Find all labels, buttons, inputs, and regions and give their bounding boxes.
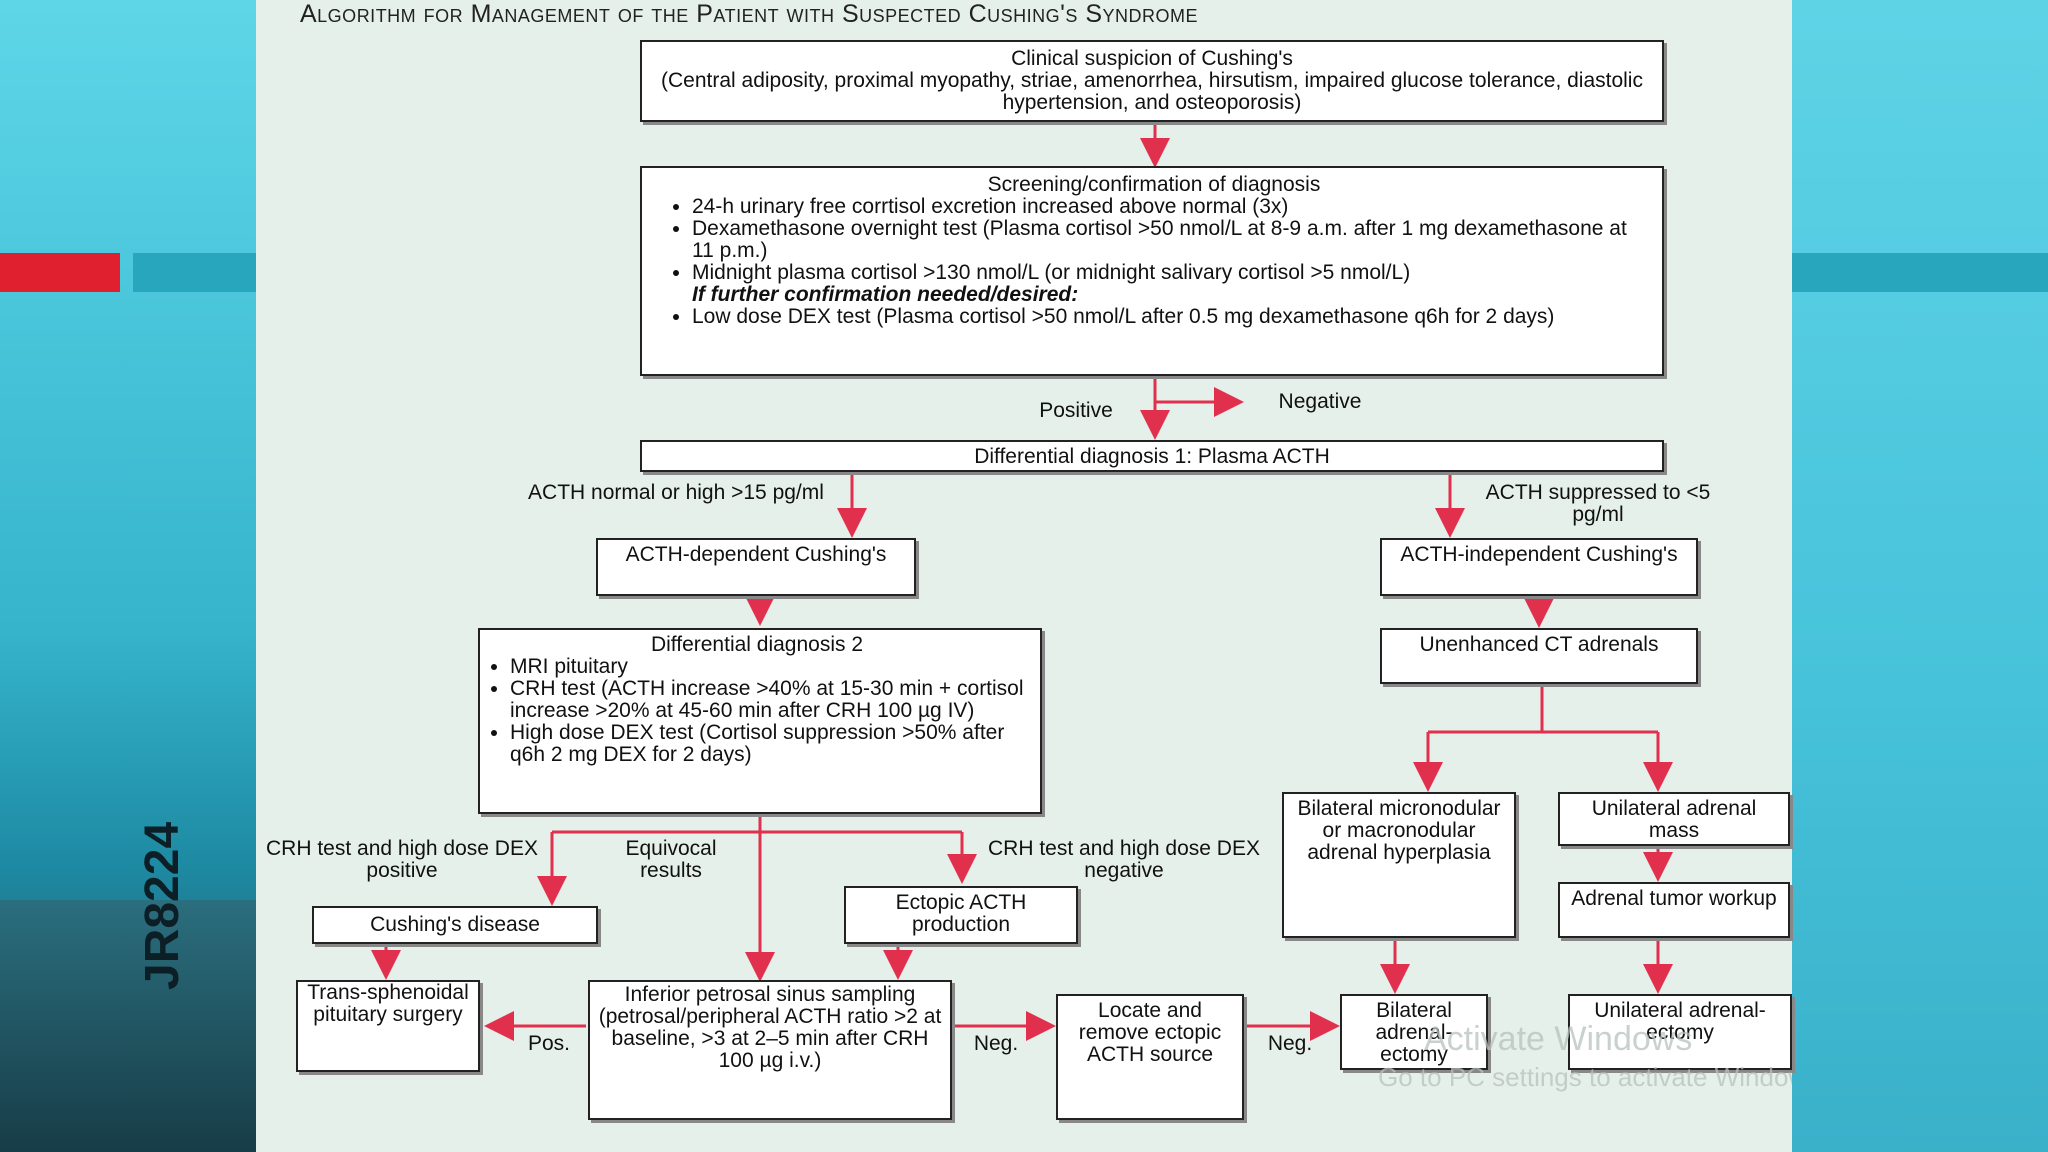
locate-remove-text: Locate and remove ectopic ACTH source bbox=[1078, 999, 1222, 1066]
petrosal-sampling-text: Inferior petrosal sinus sampling (petros… bbox=[598, 983, 942, 1072]
acth-independent-text: ACTH-independent Cushing's bbox=[1400, 543, 1678, 566]
ectopic-acth-text: Ectopic ACTH production bbox=[895, 891, 1027, 936]
vial-image bbox=[0, 900, 256, 1152]
neg-label-1: Neg. bbox=[973, 1032, 1019, 1055]
unenhanced-ct-text: Unenhanced CT adrenals bbox=[1419, 633, 1659, 656]
diff2-item: CRH test (ACTH increase >40% at 15-30 mi… bbox=[510, 678, 1026, 722]
screening-list-2: Low dose DEX test (Plasma cortisol >50 n… bbox=[666, 306, 1642, 328]
acth-independent-box: ACTH-independent Cushing's bbox=[1380, 538, 1698, 596]
diff-diagnosis-1-box: Differential diagnosis 1: Plasma ACTH bbox=[640, 440, 1664, 472]
neg-label-2: Neg. bbox=[1267, 1032, 1313, 1055]
clinical-suspicion-text: (Central adiposity, proximal myopathy, s… bbox=[661, 69, 1643, 114]
acth-dependent-text: ACTH-dependent Cushing's bbox=[625, 543, 887, 566]
clinical-suspicion-box: Clinical suspicion of Cushing's (Central… bbox=[640, 40, 1664, 122]
cushings-disease-text: Cushing's disease bbox=[370, 913, 540, 936]
crh-positive-label: CRH test and high dose DEX positive bbox=[266, 837, 538, 882]
screening-heading: Screening/confirmation of diagnosis bbox=[987, 173, 1321, 196]
diagram-title: Algorithm for Management of the Patient … bbox=[300, 0, 1199, 28]
accent-bar-red bbox=[0, 253, 120, 292]
unilateral-adrenalectomy-text: Unilateral adrenal-ectomy bbox=[1594, 999, 1766, 1044]
activation-watermark-subtitle: Go to PC settings to activate Windows. bbox=[1378, 1062, 1792, 1092]
diff-diagnosis-2-heading: Differential diagnosis 2 bbox=[650, 633, 864, 656]
tumor-workup-text: Adrenal tumor workup bbox=[1571, 887, 1777, 910]
diff-diagnosis-1-text: Differential diagnosis 1: Plasma ACTH bbox=[974, 445, 1330, 468]
further-confirmation-label: If further confirmation needed/desired: bbox=[692, 283, 1079, 306]
clinical-suspicion-heading: Clinical suspicion of Cushing's bbox=[1011, 47, 1293, 70]
positive-label: Positive bbox=[1039, 399, 1113, 422]
unenhanced-ct-box: Unenhanced CT adrenals bbox=[1380, 628, 1698, 684]
screening-item: Dexamethasone overnight test (Plasma cor… bbox=[692, 218, 1642, 262]
accent-bar-cyan bbox=[133, 253, 256, 292]
right-background bbox=[1792, 0, 2048, 1152]
negative-label: Negative bbox=[1278, 390, 1362, 413]
diff2-item: High dose DEX test (Cortisol suppression… bbox=[510, 722, 1026, 766]
pos-label: Pos. bbox=[527, 1032, 571, 1055]
cushings-disease-box: Cushing's disease bbox=[312, 906, 598, 944]
unilateral-mass-box: Unilateral adrenal mass bbox=[1558, 792, 1790, 846]
acth-high-label: ACTH normal or high >15 pg/ml bbox=[528, 481, 824, 504]
unilateral-adrenalectomy-box: Unilateral adrenal-ectomy bbox=[1568, 994, 1792, 1070]
ectopic-acth-box: Ectopic ACTH production bbox=[844, 886, 1078, 944]
pituitary-surgery-box: Trans-sphenoidal pituitary surgery bbox=[296, 980, 480, 1072]
acth-dependent-box: ACTH-dependent Cushing's bbox=[596, 538, 916, 596]
bilateral-hyperplasia-text: Bilateral micronodular or macronodular a… bbox=[1297, 797, 1501, 864]
screening-item: Midnight plasma cortisol >130 nmol/L (or… bbox=[692, 262, 1642, 284]
crh-negative-label: CRH test and high dose DEX negative bbox=[988, 837, 1260, 882]
locate-remove-box: Locate and remove ectopic ACTH source bbox=[1056, 994, 1244, 1120]
screening-list: 24-h urinary free corrtisol excretion in… bbox=[666, 196, 1642, 284]
petrosal-sampling-box: Inferior petrosal sinus sampling (petros… bbox=[588, 980, 952, 1120]
bilateral-adrenalectomy-text: Bilateral adrenal-ectomy bbox=[1375, 999, 1453, 1066]
diff-diagnosis-2-box: Differential diagnosis 2 MRI pituitary C… bbox=[478, 628, 1042, 814]
pituitary-surgery-text: Trans-sphenoidal pituitary surgery bbox=[307, 981, 469, 1026]
accent-bar-cyan-right bbox=[1792, 253, 2048, 292]
screening-item: 24-h urinary free corrtisol excretion in… bbox=[692, 196, 1642, 218]
equivocal-label: Equivocal results bbox=[625, 837, 717, 882]
screening-item: Low dose DEX test (Plasma cortisol >50 n… bbox=[692, 306, 1642, 328]
diff2-item: MRI pituitary bbox=[510, 656, 1026, 678]
bilateral-adrenalectomy-box: Bilateral adrenal-ectomy bbox=[1340, 994, 1488, 1070]
screening-box: Screening/confirmation of diagnosis 24-h… bbox=[640, 166, 1664, 376]
activation-watermark-title: Activate Windows bbox=[1424, 1020, 1693, 1058]
tumor-workup-box: Adrenal tumor workup bbox=[1558, 882, 1790, 938]
bilateral-hyperplasia-box: Bilateral micronodular or macronodular a… bbox=[1282, 792, 1516, 938]
diff-diagnosis-2-list: MRI pituitary CRH test (ACTH increase >4… bbox=[488, 656, 1026, 766]
unilateral-mass-text: Unilateral adrenal mass bbox=[1591, 797, 1757, 842]
acth-suppressed-label: ACTH suppressed to <5 pg/ml bbox=[1485, 481, 1711, 526]
